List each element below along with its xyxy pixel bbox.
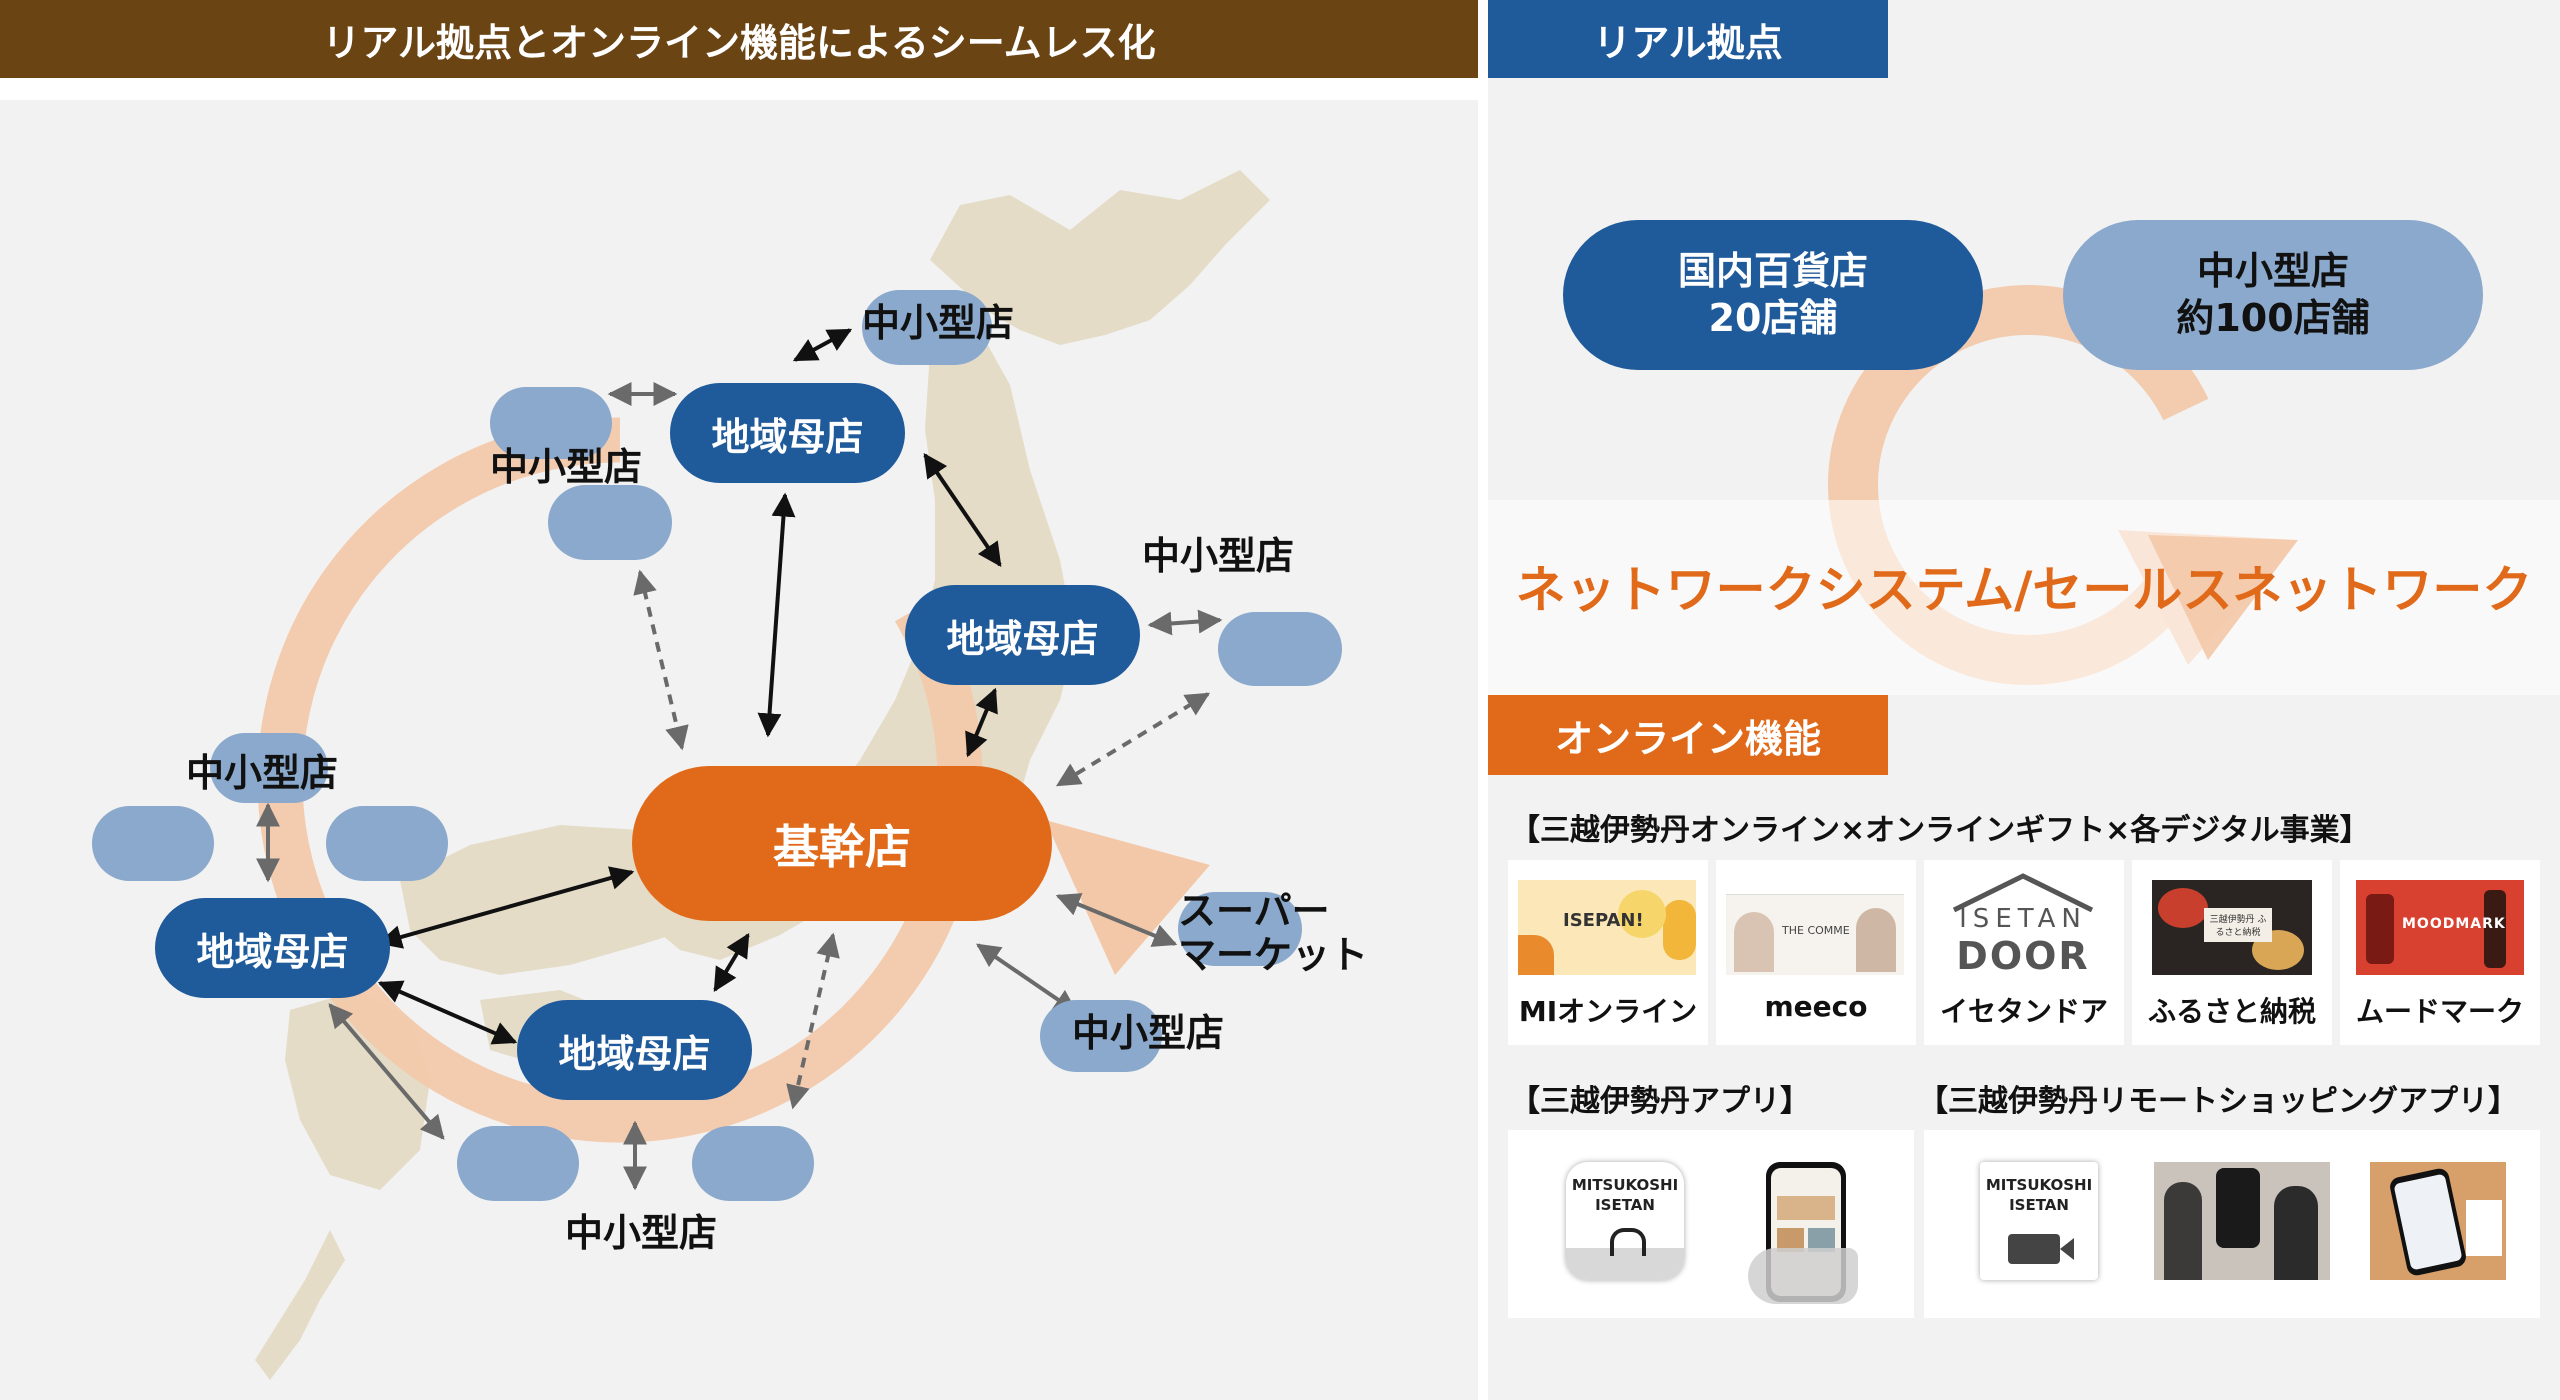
service-card-isetan-door[interactable]: ISETAN DOOR イセタンドア bbox=[1924, 860, 2124, 1045]
supermarket-label: スーパー マーケット bbox=[1178, 889, 1369, 977]
service-label: ふるさと納税 bbox=[2147, 995, 2316, 1028]
service-label: meeco bbox=[1764, 990, 1868, 1023]
small-store-pill bbox=[92, 806, 214, 881]
small-store-label: 中小型店 bbox=[1072, 1011, 1225, 1055]
domestic-dept-store-pill: 国内百貨店 20店舗 bbox=[1563, 220, 1983, 370]
small-store-pill bbox=[490, 387, 612, 459]
service-card-meeco[interactable]: THE COMME meeco bbox=[1716, 860, 1916, 1045]
small-store-pill bbox=[210, 733, 328, 803]
small-store-pill bbox=[692, 1126, 814, 1201]
small-store-pill bbox=[457, 1126, 579, 1201]
online-header: オンライン機能 bbox=[1488, 695, 1888, 775]
bag-handle bbox=[1610, 1228, 1646, 1256]
small-store-pill bbox=[1040, 1000, 1162, 1072]
remote-shopping-app-card[interactable]: MITSUKOSHI ISETAN bbox=[1924, 1130, 2540, 1318]
isetan-door-thumbnail: ISETAN DOOR bbox=[1934, 870, 2112, 980]
small-store-count-pill: 中小型店 約100店舗 bbox=[2063, 220, 2483, 370]
meeco-thumbnail: THE COMME bbox=[1726, 880, 1904, 975]
service-label: ムードマーク bbox=[2355, 995, 2524, 1028]
service-card-mi-online[interactable]: ISEPAN! MIオンライン bbox=[1508, 860, 1708, 1045]
small-store-label: 中小型店 bbox=[490, 445, 643, 489]
regional-mother-store: 地域母店 bbox=[670, 383, 905, 483]
small-store-label: 中小型店 bbox=[862, 301, 1015, 345]
service-label: イセタンドア bbox=[1939, 995, 2108, 1028]
remote-shopping-photo bbox=[2154, 1162, 2330, 1280]
small-store-pill bbox=[862, 290, 992, 365]
network-title: ネットワークシステム/セールスネットワーク bbox=[1515, 561, 2533, 619]
remote-app-phone-photo bbox=[2370, 1162, 2506, 1280]
service-card-moodmark[interactable]: MOODMARK ムードマーク bbox=[2340, 860, 2540, 1045]
network-cycle-front bbox=[2148, 535, 2298, 660]
service-card-furusato[interactable]: 三越伊勢丹 ふるさと納税 ふるさと納税 bbox=[2132, 860, 2332, 1045]
online-subtitle: 【三越伊勢丹オンライン×オンラインギフト×各デジタル事業】 bbox=[1510, 813, 2370, 848]
left-header: リアル拠点とオンライン機能によるシームレス化 bbox=[0, 0, 1478, 78]
service-label: MIオンライン bbox=[1518, 995, 1698, 1028]
remote-app-title: 【三越伊勢丹リモートショッピングアプリ】 bbox=[1918, 1084, 2518, 1119]
core-store: 基幹店 bbox=[632, 766, 1052, 921]
small-store-pill bbox=[548, 485, 672, 560]
real-header: リアル拠点 bbox=[1488, 0, 1888, 78]
panel-divider bbox=[1478, 0, 1488, 1400]
app-title: 【三越伊勢丹アプリ】 bbox=[1510, 1084, 1810, 1119]
header-underline bbox=[0, 78, 1478, 100]
small-store-label: 中小型店 bbox=[186, 751, 339, 795]
small-store-label: 中小型店 bbox=[1142, 534, 1295, 578]
regional-mother-store: 地域母店 bbox=[905, 585, 1140, 685]
regional-mother-store: 地域母店 bbox=[517, 1000, 752, 1100]
shopping-bag-icon bbox=[1566, 1248, 1684, 1280]
network-band bbox=[1488, 500, 2560, 695]
video-chat-icon bbox=[2008, 1234, 2060, 1264]
mitsukoshi-isetan-app-card[interactable]: MITSUKOSHI ISETAN bbox=[1508, 1130, 1914, 1318]
regional-mother-store: 地域母店 bbox=[155, 898, 390, 998]
furusato-thumbnail: 三越伊勢丹 ふるさと納税 bbox=[2152, 880, 2312, 975]
hand-image bbox=[1748, 1248, 1858, 1304]
small-store-pill bbox=[326, 806, 448, 881]
small-store-pill bbox=[1178, 892, 1302, 966]
moodmark-thumbnail: MOODMARK bbox=[2356, 880, 2524, 975]
small-store-label: 中小型店 bbox=[565, 1211, 718, 1255]
small-store-pill bbox=[1218, 612, 1342, 686]
video-chat-icon-lens bbox=[2060, 1238, 2074, 1260]
mi-online-thumbnail: ISEPAN! bbox=[1518, 880, 1696, 975]
